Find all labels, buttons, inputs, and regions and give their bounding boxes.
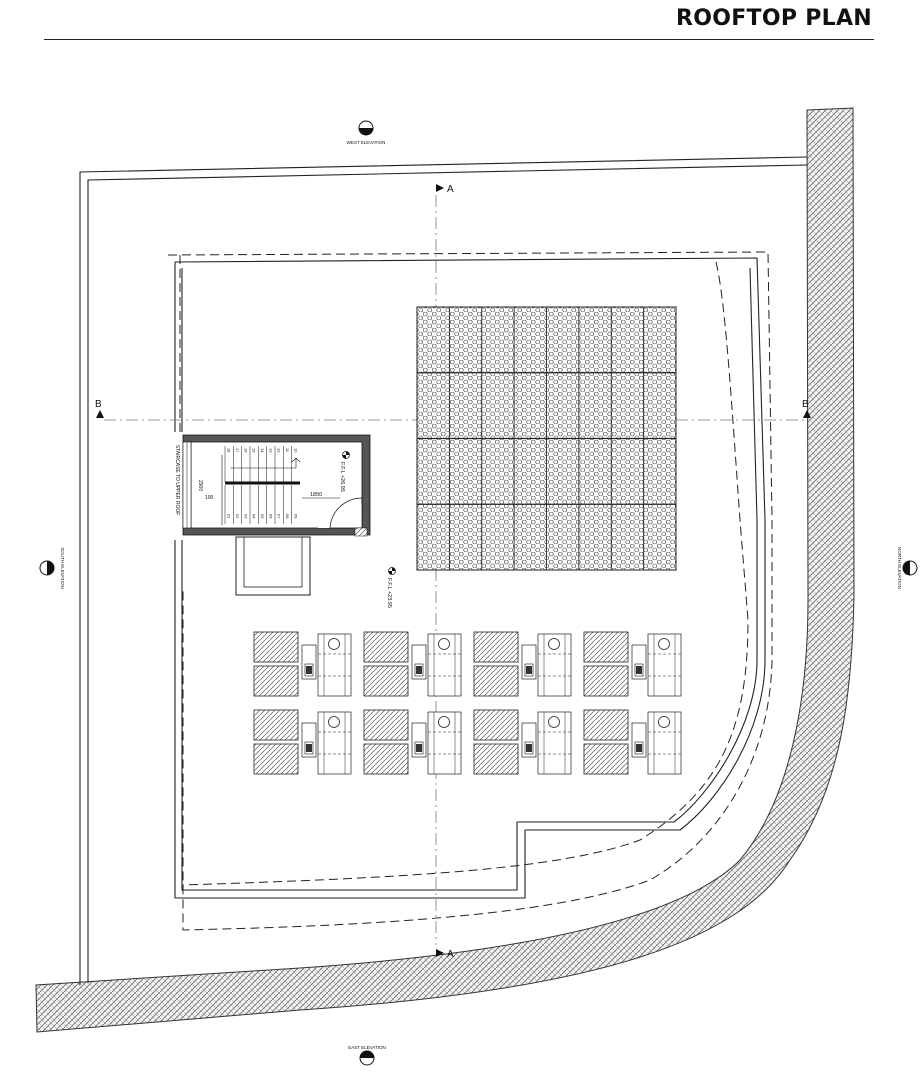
stair-step-number: 07: [277, 514, 282, 519]
stair-step-number: 01: [227, 514, 232, 519]
stair-label: STAIRCASE TO UPPER ROOF: [174, 445, 180, 516]
stair-dim-height: 2900: [197, 480, 203, 491]
section-a-bottom-label: A: [447, 949, 454, 960]
stair-step-number: 16: [243, 448, 248, 453]
north-elevation-label: NORTH ELEVATION: [897, 547, 902, 589]
west-elevation-label: WEST ELEVATION: [347, 140, 386, 145]
section-a-top-label: A: [447, 184, 454, 195]
west-elevation-marker: [358, 120, 374, 136]
ac-unit-group: [253, 631, 352, 697]
solar-panel-array: [416, 306, 677, 571]
site-boundary: [79, 156, 808, 985]
ac-unit-group: [583, 631, 682, 697]
ac-unit-group: [363, 709, 462, 775]
stair-dim-width: 1850: [310, 492, 322, 498]
stair-step-number: 12: [277, 448, 282, 453]
ac-unit-array: [253, 631, 682, 775]
stair-step-number: 09: [293, 514, 298, 519]
ac-unit-group: [473, 709, 572, 775]
south-elevation-marker: [39, 560, 55, 576]
stair-core: [182, 434, 371, 596]
north-elevation-marker: [902, 560, 918, 576]
stair-level-label: F.F.L +26.95: [339, 462, 345, 492]
section-mark-a-top: [436, 184, 444, 192]
stair-step-number: 04: [252, 514, 257, 519]
parapet-line: [167, 251, 773, 931]
stair-level-marker: [342, 451, 350, 459]
ac-unit-group: [363, 631, 462, 697]
section-mark-b-left: [96, 410, 104, 418]
roof-level-marker: [388, 567, 396, 575]
south-elevation-label: SOUTH ELEVATION: [60, 547, 65, 589]
section-mark-a-bottom: [436, 949, 444, 957]
section-mark-b-right: [803, 410, 811, 418]
ac-unit-group: [253, 709, 352, 775]
stair-step-number: 17: [235, 448, 240, 453]
building-outline: [174, 257, 766, 899]
stair-step-number: 06: [268, 514, 273, 519]
drawing-title: ROOFTOP PLAN: [675, 6, 872, 31]
stair-step-number: 10: [293, 448, 298, 453]
roof-level-label: F.F.L +23.95: [386, 578, 392, 608]
ac-unit-group: [583, 709, 682, 775]
stair-step-number: 18: [227, 448, 232, 453]
stair-step-number: 05: [260, 514, 265, 519]
stair-step-number: 13: [268, 448, 273, 453]
ac-unit-group: [473, 631, 572, 697]
stair-step-number: 14: [260, 448, 265, 453]
east-elevation-marker: [359, 1050, 375, 1066]
stair-step-number: 02: [235, 514, 240, 519]
stair-direction-arrow: [230, 457, 301, 469]
section-b-left-label: B: [95, 399, 102, 410]
stair-step-number: 08: [285, 514, 290, 519]
boundary-wall: [35, 107, 855, 1033]
stair-step-number: 03: [243, 514, 248, 519]
stair-step-number: 15: [252, 448, 257, 453]
stair-dim-small: 100: [205, 495, 214, 501]
section-b-right-label: B: [802, 399, 809, 410]
stair-step-number: 11: [285, 448, 290, 453]
title-underline: [44, 39, 874, 40]
east-elevation-label: EAST ELEVATION: [348, 1045, 386, 1050]
